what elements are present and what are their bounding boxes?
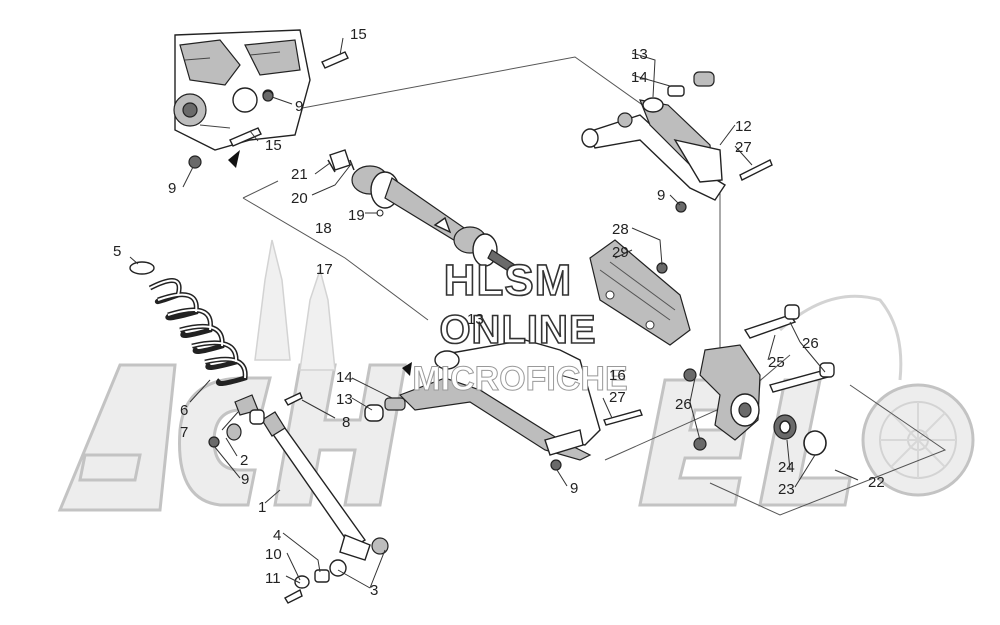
callout-2: 2 [240,452,248,469]
upper-a-arm [581,71,773,213]
callout-13-a: 13 [631,46,648,63]
callout-17: 17 [316,261,333,278]
leader-lines [129,37,859,589]
callout-18: 18 [315,220,332,237]
fasteners-top [188,51,412,376]
callout-13-b: 13 [467,311,484,328]
callout-19: 19 [348,207,365,224]
callout-21: 21 [291,166,308,183]
callout-13-c: 13 [336,391,353,408]
watermark-line-1: HLSM [444,256,573,305]
callout-9-d: 9 [570,480,578,497]
callout-1: 1 [258,499,266,516]
cv-axle [329,149,516,273]
callout-29: 29 [612,244,629,261]
callout-5: 5 [113,243,121,260]
callout-7: 7 [180,424,188,441]
callout-15-a: 15 [350,26,367,43]
callout-14-b: 14 [336,369,353,386]
watermark-line-2: ONLINE [439,308,596,352]
callout-9-a: 9 [295,98,303,115]
skid-plate [589,239,691,346]
callout-26-a: 26 [802,335,819,352]
callout-14-a: 14 [631,69,648,86]
callout-25: 25 [768,354,785,371]
callout-20: 20 [291,190,308,207]
group-frame-axle [242,197,429,321]
callout-23: 23 [778,481,795,498]
callout-9-c: 9 [241,471,249,488]
callout-28: 28 [612,221,629,238]
callout-numbers: 1 2 3 4 5 6 7 8 9 9 9 9 9 10 11 12 13 13… [113,26,885,599]
callout-4: 4 [273,527,281,544]
watermark-line-3: MICROFICHE [412,360,627,398]
group-frame-17 [242,180,279,199]
group-frame-22 [709,384,947,516]
knuckle-assembly [683,304,835,456]
engine-housing [173,29,311,151]
callout-26-b: 26 [675,396,692,413]
callout-12: 12 [735,118,752,135]
callout-11: 11 [265,570,281,587]
shock-absorber [208,392,389,604]
callout-22: 22 [868,474,885,491]
callout-24: 24 [778,459,795,476]
callout-16: 16 [609,367,626,384]
callout-9-b: 9 [168,180,176,197]
callout-15-b: 15 [265,137,282,154]
callout-27-b: 27 [609,389,626,406]
callout-8: 8 [342,414,350,431]
callout-3: 3 [370,582,378,599]
callout-27-a: 27 [735,139,752,156]
callout-6: 6 [180,402,188,419]
callout-9-e: 9 [657,187,665,204]
callout-10: 10 [265,546,282,563]
